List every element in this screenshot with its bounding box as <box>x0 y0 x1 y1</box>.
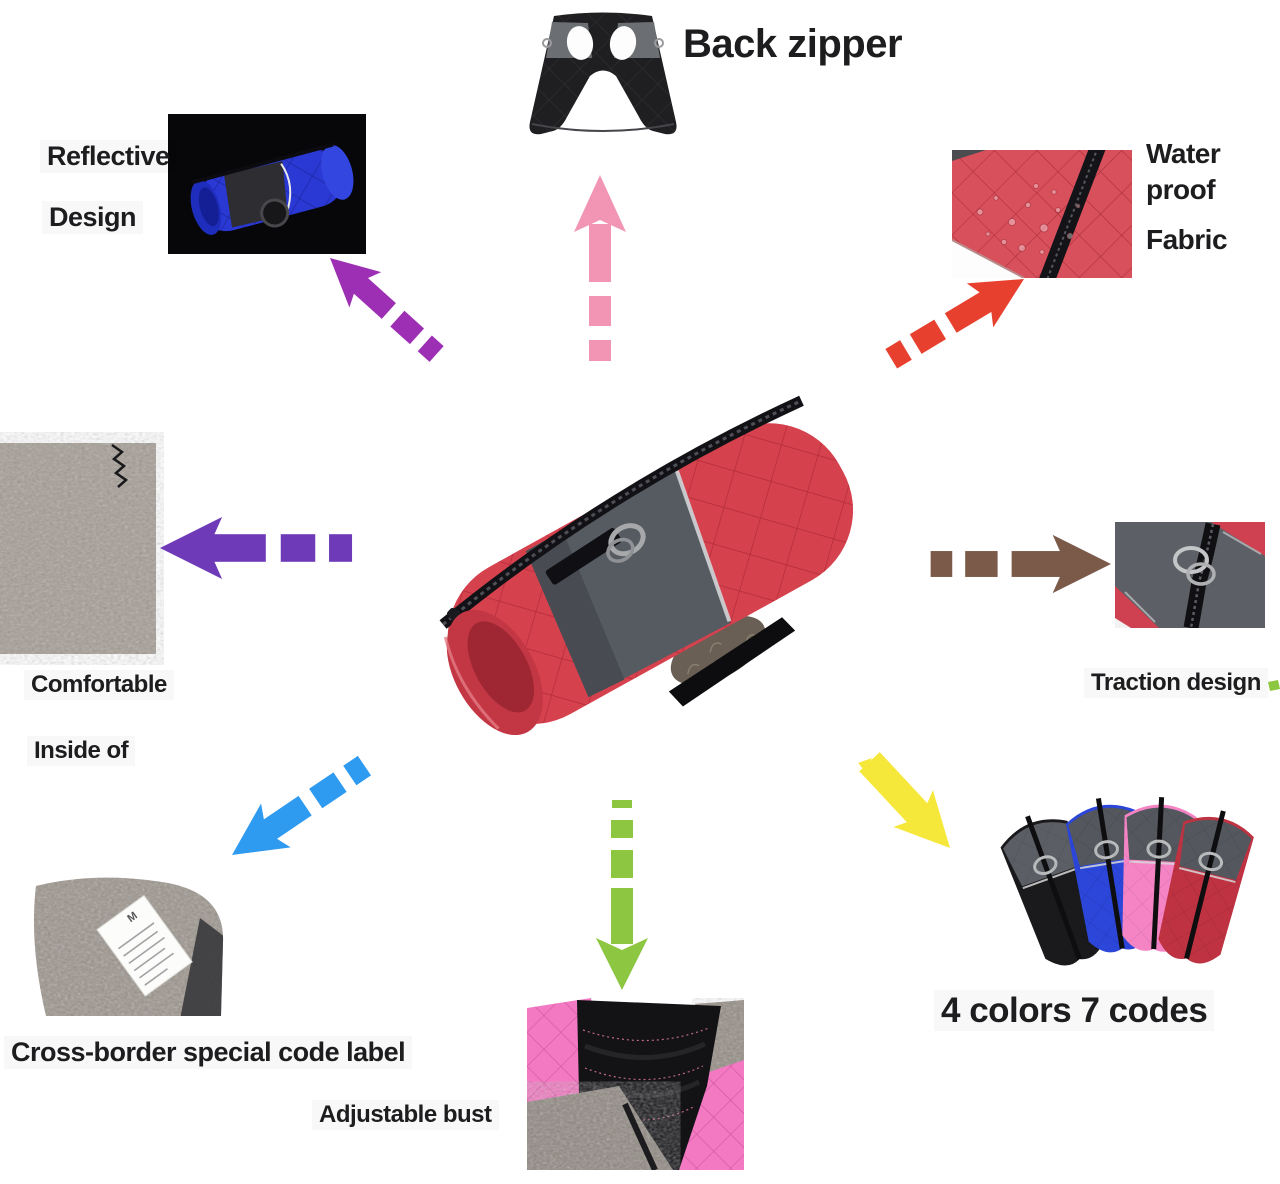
fur-hole <box>260 198 290 228</box>
side-ring-icon <box>654 38 664 48</box>
water-droplets <box>976 183 1081 255</box>
reflective-piping <box>1222 531 1262 555</box>
reflective-label-line1: Reflective <box>40 140 177 173</box>
variant-jacket-red <box>1158 810 1254 964</box>
code-label-photo: M <box>33 877 224 1016</box>
red-fabric-corner <box>1115 586 1159 628</box>
pink-up-arrow-icon <box>574 175 626 361</box>
d-ring-icon <box>1186 562 1216 586</box>
fur-shadow <box>180 918 224 1016</box>
leg-hole-left <box>566 26 594 60</box>
code-label-text: Cross-border special code label <box>4 1036 412 1069</box>
purple-upleft-arrow-icon <box>330 258 444 362</box>
waterproof-label-line2: proof <box>1146 174 1216 205</box>
side-ring-icon <box>542 38 552 48</box>
fur-trim <box>670 615 766 685</box>
leg-hole-right <box>609 26 637 60</box>
comfortable-label-line2: Inside of <box>27 736 135 766</box>
green-edge-dash-icon <box>1268 680 1280 691</box>
waterproof-label-line1: Water <box>1146 138 1221 169</box>
brown-right-arrow-icon <box>930 534 1111 594</box>
comfortable-label-line1: Comfortable <box>24 670 174 700</box>
traction-photo <box>1115 522 1265 628</box>
d-ring-strap <box>545 528 622 585</box>
d-ring-icon <box>1173 546 1209 574</box>
back-zipper-photo <box>529 12 677 135</box>
blue-downleft-arrow-icon <box>232 755 372 855</box>
violet-left-arrow-icon <box>160 516 353 580</box>
zipper-line <box>192 142 334 185</box>
stitch-zigzag <box>111 443 129 488</box>
traction-label: Traction design <box>1084 668 1268 698</box>
main-product-photo <box>439 395 854 736</box>
variants-label: 4 colors 7 codes <box>934 990 1214 1031</box>
adjustable-bust-photo <box>527 998 744 1170</box>
waterproof-label-line3: Fabric <box>1146 224 1228 255</box>
reflective-label-line2: Design <box>42 201 143 234</box>
zipper-band <box>1029 150 1108 278</box>
variant-jacket-black <box>1000 815 1106 966</box>
adjustable-bust-label: Adjustable bust <box>312 1100 499 1130</box>
yellow-downright-arrow-icon <box>858 752 950 848</box>
color-variants-photo <box>1000 797 1254 966</box>
fur-crease <box>622 1102 658 1170</box>
reflective-photo <box>168 114 366 254</box>
size-tag: M <box>96 894 193 997</box>
d-ring-icon <box>606 537 635 563</box>
green-down-arrow-icon <box>596 800 648 990</box>
red-upright-arrow-icon <box>885 279 1024 369</box>
waterproof-photo <box>952 150 1132 278</box>
back-zipper-label: Back zipper <box>683 22 903 66</box>
fur-lining-photo <box>0 443 156 654</box>
reflective-piping <box>675 470 732 622</box>
belly-strap <box>668 617 796 707</box>
